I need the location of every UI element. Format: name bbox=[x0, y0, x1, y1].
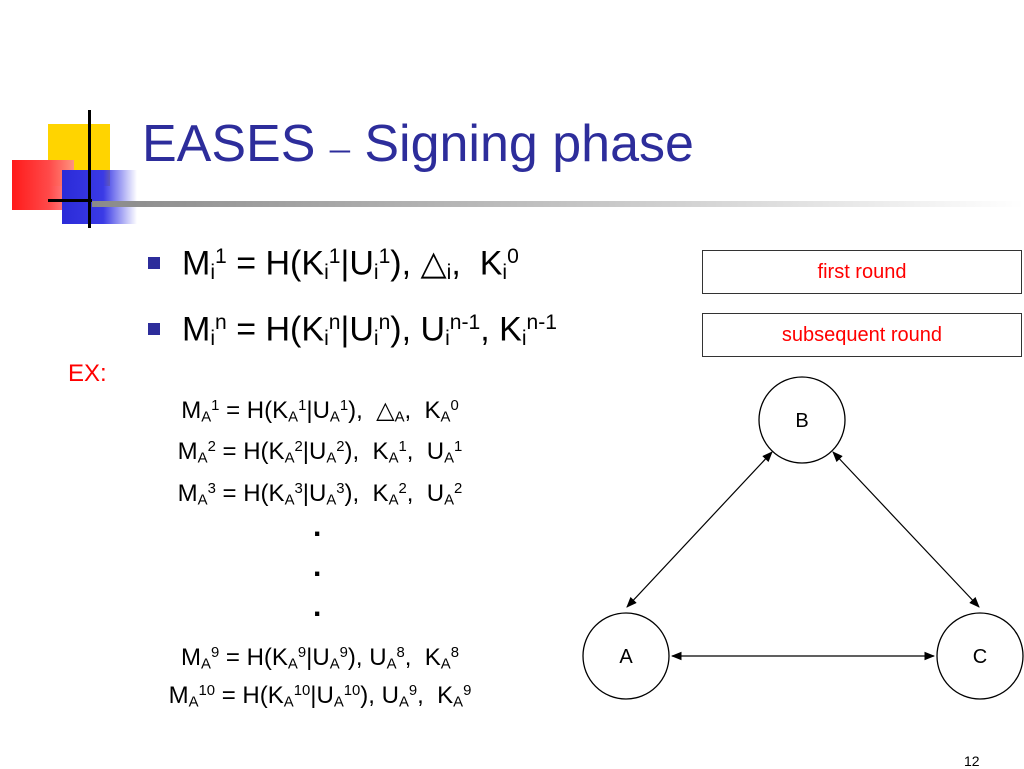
title-rest: Signing phase bbox=[364, 115, 694, 173]
subsequent-round-box: subsequent round bbox=[702, 313, 1022, 357]
equation-round-2: MA2 = H(KA2|UA2), KA1, UA1 bbox=[177, 438, 463, 467]
node-b-label: B bbox=[795, 410, 808, 432]
title-dash: – bbox=[329, 125, 350, 170]
first-round-box: first round bbox=[702, 250, 1022, 294]
decorative-blue-square bbox=[62, 170, 137, 224]
ellipsis-dot: . bbox=[313, 590, 322, 623]
title-underline bbox=[92, 201, 1024, 207]
node-c-circle bbox=[936, 612, 1024, 700]
ellipsis-dot: . bbox=[313, 550, 322, 583]
node-c-label: C bbox=[973, 646, 987, 668]
bullet-marker bbox=[148, 322, 160, 335]
bullet-first-round: Mi1 = H(Ki1|Ui1), △i, Ki0 bbox=[148, 246, 519, 283]
title-main: EASES bbox=[142, 115, 316, 173]
node-a-circle bbox=[582, 612, 670, 700]
equation-round-9: MA9 = H(KA9|UA9), UA8, KA8 bbox=[181, 644, 459, 673]
edge-b-c bbox=[832, 451, 980, 608]
bullet-subsequent-round: Min = H(Kin|Uin), Uin-1, Kin-1 bbox=[148, 312, 557, 349]
ellipsis-dot: . bbox=[313, 510, 322, 543]
edge-b-a bbox=[626, 451, 773, 608]
equation-round-10: MA10 = H(KA10|UA10), UA9, KA9 bbox=[168, 682, 472, 711]
slide-title: EASES – Signing phase bbox=[142, 118, 694, 170]
node-a-label: A bbox=[619, 646, 633, 668]
equation-round-3: MA3 = H(KA3|UA3), KA2, UA2 bbox=[177, 480, 463, 509]
decorative-horizontal-line bbox=[48, 199, 92, 202]
node-b-circle bbox=[758, 376, 846, 464]
page-number: 12 bbox=[964, 753, 980, 769]
equation-round-1: MA1 = H(KA1|UA1), △A, KA0 bbox=[181, 396, 459, 426]
bullet-marker bbox=[148, 256, 160, 269]
decorative-vertical-line bbox=[88, 110, 91, 228]
example-label: EX: bbox=[68, 360, 107, 387]
